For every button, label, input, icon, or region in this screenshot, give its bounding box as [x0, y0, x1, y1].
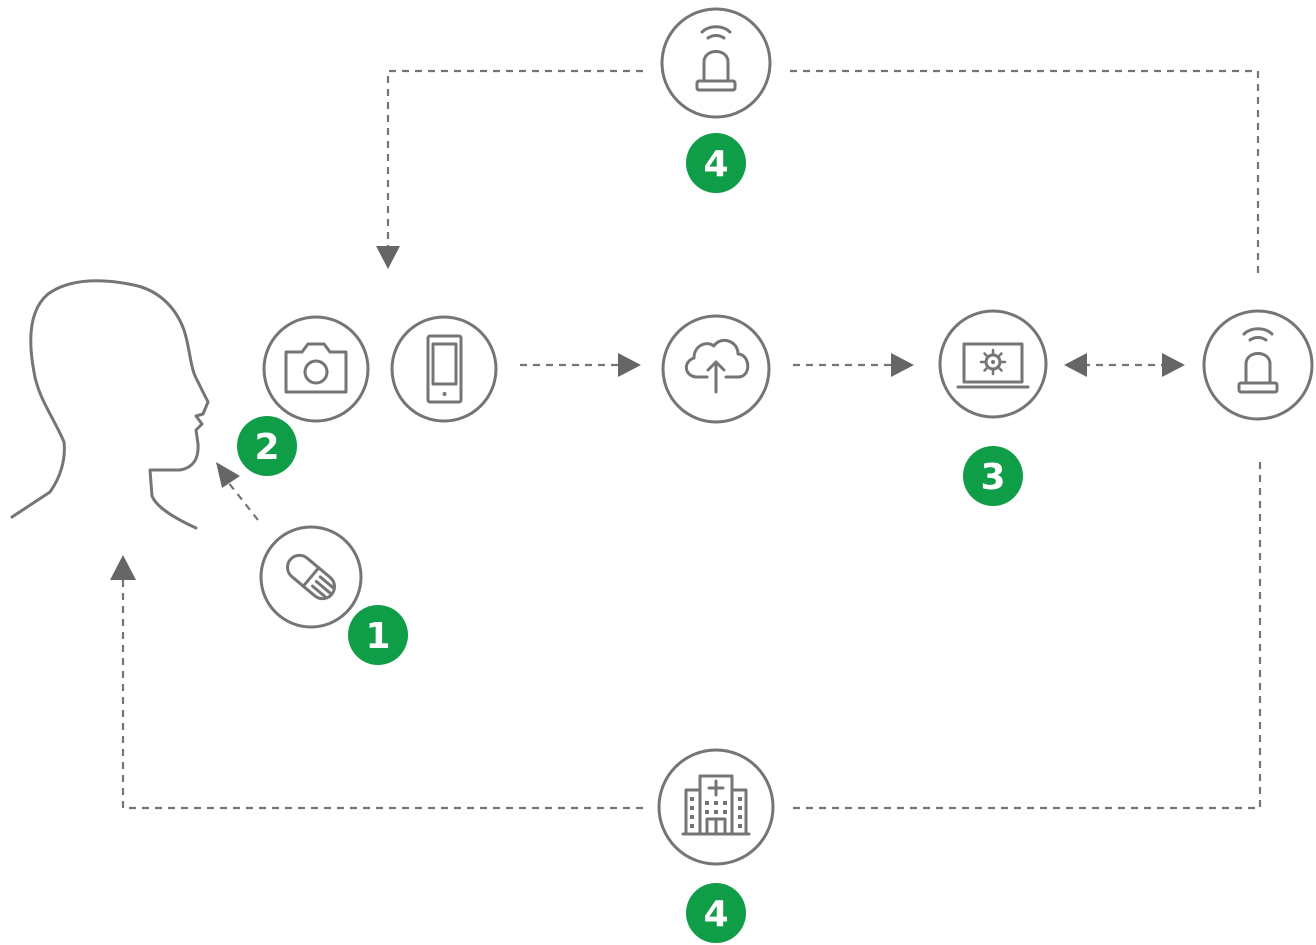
pill-to-mouth-connector — [227, 481, 259, 521]
step-number-2: 2 — [254, 427, 279, 468]
step-badge-1: 1 — [348, 605, 408, 665]
step-number-1: 1 — [365, 616, 390, 657]
camera-node — [262, 315, 370, 423]
step-number-3: 3 — [980, 457, 1005, 498]
arrow-left-to-laptop — [1064, 353, 1087, 377]
arrow-right-to-cloud — [618, 353, 641, 377]
arrow-right-to-alarm — [1162, 353, 1185, 377]
top-loop-left-connector — [386, 69, 643, 248]
step-number-4-top: 4 — [703, 144, 728, 185]
arrow-to-mouth — [216, 462, 240, 488]
alarm-top-node — [660, 7, 772, 119]
alarm-bell-icon — [695, 25, 737, 92]
cloud-upload-icon — [685, 338, 750, 394]
bottom-loop-right-connector — [790, 462, 1262, 810]
laptop-node — [938, 309, 1048, 419]
pill-node — [259, 525, 363, 629]
laptop-settings-icon — [956, 342, 1030, 389]
pill-capsule-icon — [286, 553, 336, 601]
alarm-right-node — [1202, 309, 1314, 421]
arrowheads — [110, 246, 1185, 580]
step-badge-4-bottom: 4 — [686, 883, 746, 943]
hospital-building-icon — [681, 774, 751, 836]
step-number-4-bottom: 4 — [703, 894, 728, 935]
arrow-up-to-patient — [110, 555, 136, 580]
step-badge-3: 3 — [963, 446, 1023, 506]
person-head-profile-icon — [10, 279, 210, 530]
hospital-node — [657, 748, 775, 866]
alarm-bell-icon — [1237, 327, 1279, 394]
cloud-node — [661, 314, 771, 424]
arrow-down-to-capture — [376, 246, 400, 269]
smartphone-node — [390, 315, 498, 423]
arrow-right-to-laptop — [891, 353, 914, 377]
step-badge-4-top: 4 — [686, 133, 746, 193]
camera-icon — [284, 342, 348, 394]
top-loop-right-connector — [790, 69, 1260, 277]
step-badge-2: 2 — [237, 416, 297, 476]
connectors — [121, 69, 1262, 810]
bottom-loop-left-connector — [121, 578, 643, 810]
smartphone-icon — [426, 334, 463, 404]
